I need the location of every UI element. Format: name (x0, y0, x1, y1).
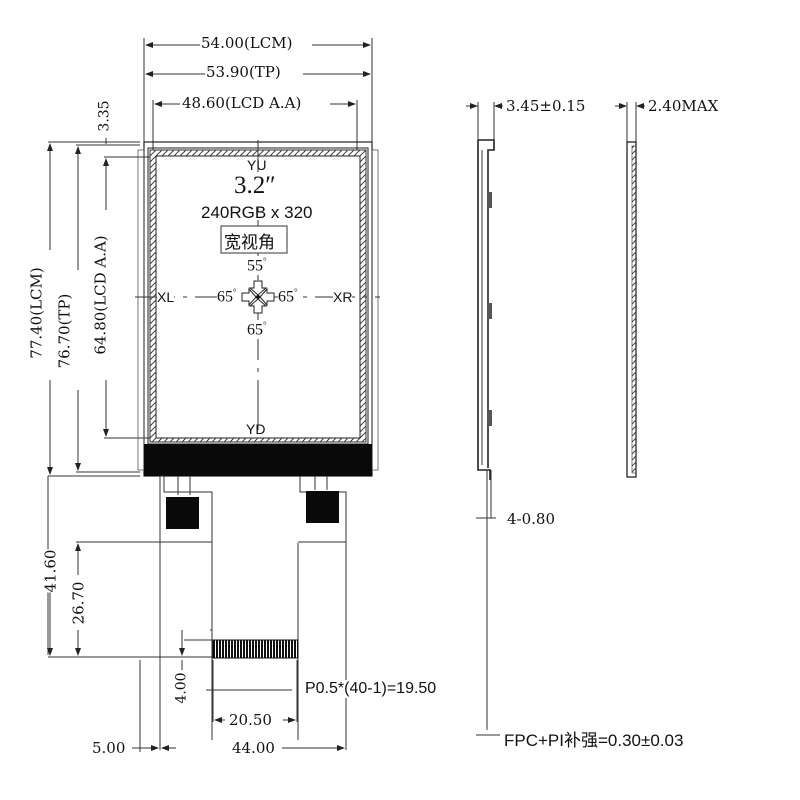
dim-fpc-pad-span: 20.50 (229, 711, 272, 729)
chip-left (166, 497, 199, 529)
angle-right: 65° (278, 287, 298, 307)
dim-lcd-aa-width: 48.60(LCD A.A) (182, 94, 302, 112)
viewing-angle-label: 宽视角 (224, 233, 275, 253)
fpc-width-dimensions (132, 660, 345, 752)
black-frame-bottom (144, 444, 372, 476)
viewing-angle-box (220, 225, 288, 254)
dim-lcm-height: 77.40(LCM) (27, 267, 46, 359)
fpc-pad-height-dimension (179, 630, 213, 670)
fpc-contact-pads (212, 639, 299, 659)
label-xr: XR (333, 289, 353, 305)
dim-fpc-total: 41.60 (41, 549, 60, 593)
side-view-tp (615, 102, 645, 478)
viewing-direction-icon (241, 280, 275, 314)
dim-fpc-side-offset: 4-0.80 (507, 510, 556, 528)
dim-fpc-stiffener: FPC+PI补强=0.30±0.03 (504, 731, 684, 750)
side-view-lcm (466, 102, 503, 736)
dim-top-offset: 3.35 (96, 100, 113, 132)
dim-tp-width: 53.90(TP) (206, 63, 281, 81)
dim-thickness-tp: 2.40MAX (648, 97, 719, 115)
angle-bottom: 65° (247, 320, 267, 340)
height-dimension-tp (75, 144, 140, 473)
width-dimension-lcm (143, 38, 373, 150)
dim-thickness-lcm: 3.45±0.15 (506, 97, 586, 115)
resolution: 240RGB x 320 (201, 203, 313, 222)
angle-left: 65° (217, 287, 237, 307)
dim-fpc-offset-left: 5.00 (92, 739, 126, 757)
fpc-outline (159, 475, 347, 750)
height-dimension-lcm (47, 141, 140, 477)
label-yd: YD (246, 421, 266, 437)
chip-right (306, 491, 339, 523)
dim-lcm-width: 54.00(LCM) (201, 34, 293, 52)
angle-top: 55° (247, 256, 267, 276)
dim-fpc-width: 44.00 (232, 739, 275, 757)
dim-tp-height: 76.70(TP) (55, 293, 74, 369)
screen-size: 3.2″ (234, 172, 276, 200)
dim-fpc-tail: 26.70 (69, 581, 88, 625)
label-yu: YU (247, 157, 267, 173)
label-xl: XL (157, 289, 175, 305)
height-dimension-lcd-aa (103, 156, 150, 439)
dim-fpc-pitch: P0.5*(40-1)=19.50 (305, 680, 437, 698)
dim-lcd-aa-height: 64.80(LCD A.A) (91, 235, 110, 355)
dim-fpc-pad-height: 4.00 (173, 672, 190, 704)
